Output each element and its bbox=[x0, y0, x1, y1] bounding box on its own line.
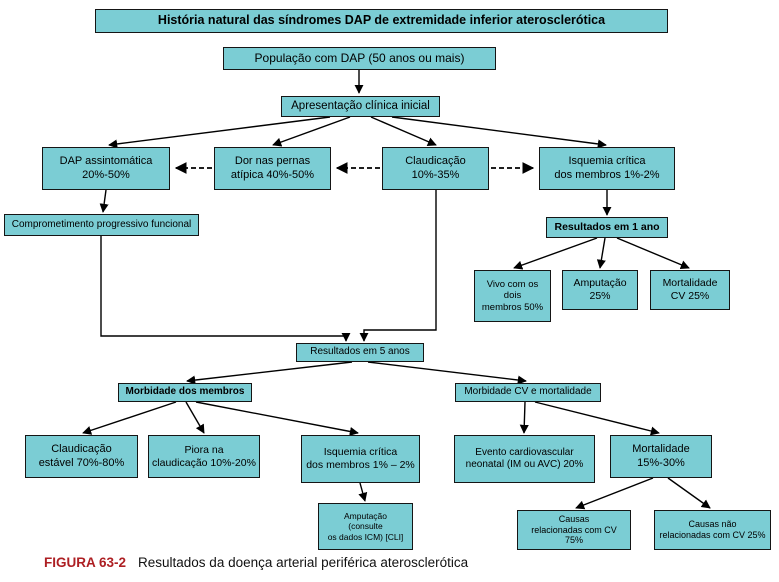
node-worsening-claudication: Piora na claudicação 10%-20% bbox=[148, 435, 260, 478]
node-asymptomatic-pad: DAP assintomática 20%-50% bbox=[42, 147, 170, 190]
arrow-cli-to-amputation-cli bbox=[358, 482, 368, 502]
arrow-limb-morbidity-to-stable bbox=[82, 401, 177, 435]
node-cv-event: Evento cardiovascular neonatal (IM ou AV… bbox=[454, 435, 595, 483]
node-critical-limb-ischemia-5yr: Isquemia crítica dos membros 1% – 2% bbox=[301, 435, 420, 483]
node-title: História natural das síndromes DAP de ex… bbox=[95, 9, 668, 33]
node-limb-morbidity: Morbidade dos membros bbox=[118, 383, 252, 402]
node-initial-presentation: Apresentação clínica inicial bbox=[281, 96, 440, 117]
node-alive-two-limbs: Vivo com os dois membros 50% bbox=[474, 270, 551, 322]
node-one-year-outcomes: Resultados em 1 ano bbox=[546, 217, 668, 238]
node-amputation-25: Amputação 25% bbox=[562, 270, 638, 310]
arrow-one-year-to-cv-mortality bbox=[616, 237, 690, 270]
node-critical-limb-ischemia: Isquemia crítica dos membros 1%-2% bbox=[539, 147, 675, 190]
figure-caption: FIGURA 63-2 Resultados da doença arterial… bbox=[44, 555, 468, 570]
arrow-cv-morbidity-to-event bbox=[519, 401, 529, 434]
arrow-asymptomatic-to-progressive bbox=[99, 189, 109, 213]
node-stable-claudication: Claudicação estável 70%-80% bbox=[25, 435, 138, 478]
arrow-progressive-to-five-year bbox=[100, 236, 351, 342]
arrow-one-year-to-alive bbox=[513, 237, 598, 270]
arrow-five-year-to-cv-morbidity bbox=[367, 361, 527, 385]
arrow-claudication-to-five-year bbox=[359, 190, 437, 342]
arrow-five-year-to-limb-morbidity bbox=[186, 361, 353, 385]
node-claudication: Claudicação 10%-35% bbox=[382, 147, 489, 190]
arrow-limb-morbidity-to-cli bbox=[195, 401, 359, 436]
node-progressive-functional-impairment: Comprometimento progressivo funcional bbox=[4, 214, 199, 236]
node-five-year-outcomes: Resultados em 5 anos bbox=[296, 343, 424, 362]
node-atypical-leg-pain: Dor nas pernas atípica 40%-50% bbox=[214, 147, 331, 190]
node-cv-mortality-25: Mortalidade CV 25% bbox=[650, 270, 730, 310]
arrow-presentation-to-atypical bbox=[272, 116, 351, 147]
arrow-presentation-to-claudication bbox=[370, 116, 437, 146]
node-amputation-cli: Amputação (consulte os dados ICM) [CLI] bbox=[318, 503, 413, 550]
figure-caption-label: FIGURA 63-2 bbox=[44, 555, 127, 570]
arrow-one-year-to-amputation bbox=[596, 237, 606, 269]
arrow-mortality-to-cv-causes bbox=[575, 477, 654, 510]
arrow-limb-morbidity-to-worsening bbox=[185, 401, 205, 434]
node-cv-morbidity-mortality: Morbidade CV e mortalidade bbox=[455, 383, 601, 402]
node-population: População com DAP (50 anos ou mais) bbox=[223, 47, 496, 70]
node-mortality-15-30: Mortalidade 15%-30% bbox=[610, 435, 712, 478]
node-cv-related-causes: Causas relacionadas com CV 75% bbox=[517, 510, 631, 550]
arrow-presentation-to-cli bbox=[391, 116, 607, 149]
figure-caption-text: Resultados da doença arterial periférica… bbox=[138, 555, 469, 570]
arrow-mortality-to-noncv-causes bbox=[667, 477, 711, 509]
arrow-presentation-to-asymptomatic bbox=[108, 116, 331, 149]
node-non-cv-related-causes: Causas não relacionadas com CV 25% bbox=[654, 510, 771, 550]
arrow-cv-morbidity-to-mortality bbox=[534, 401, 660, 436]
